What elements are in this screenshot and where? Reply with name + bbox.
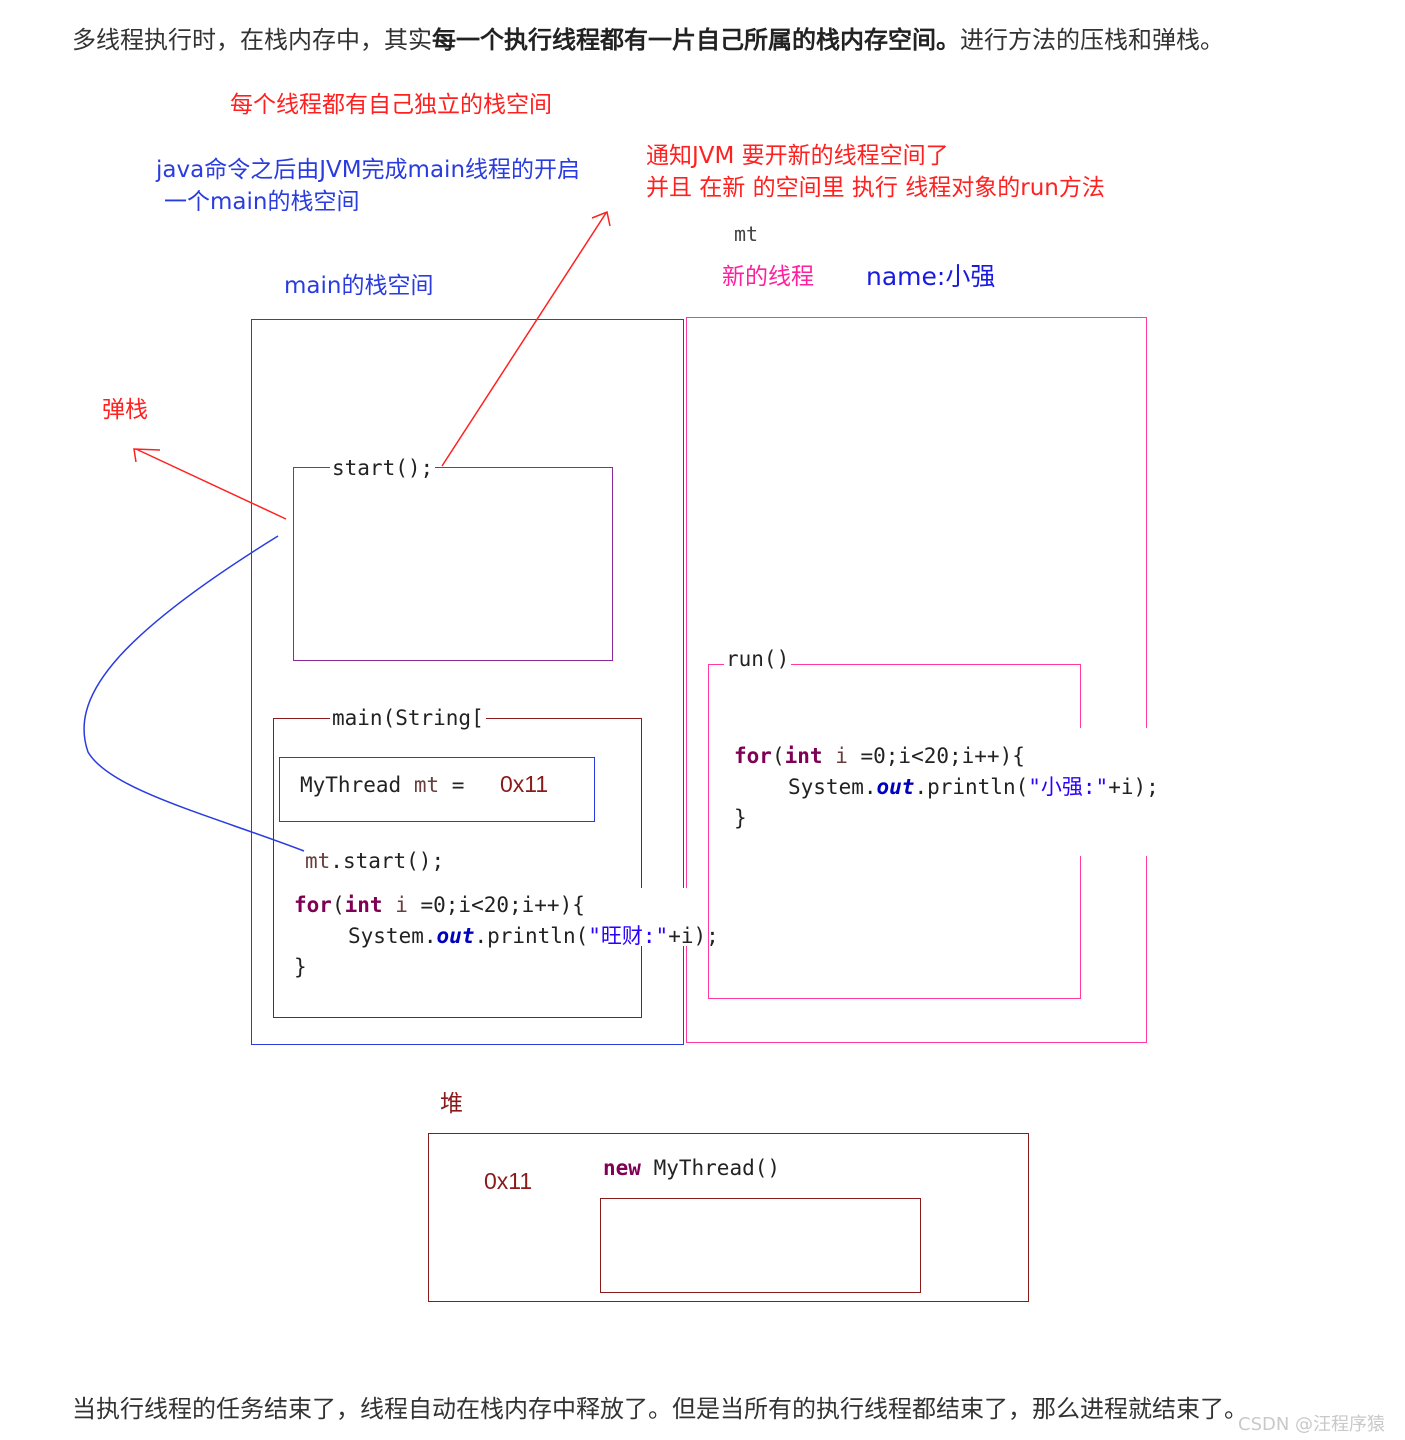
var-name: mt [413,773,440,797]
annotation-pop-stack: 弹栈 [102,397,148,423]
mt-start-call: mt.start(); [305,849,444,873]
run-loop-code: for(int i =0;i<20;i++){ System.out.print… [734,741,1159,834]
var-i: i [835,744,848,768]
intro-suffix: 进行方法的压栈和弹栈。 [960,26,1224,54]
var-i: i [395,893,408,917]
annotation-notify-2: 并且 在新 的空间里 执行 线程对象的run方法 [646,175,1105,201]
out-field: out [436,924,475,948]
loop-cond: =0;i<20;i++){ [420,893,585,917]
intro-bold: 每一个执行线程都有一片自己所属的栈内存空间。 [432,26,960,54]
main-loop-mask [628,888,753,946]
outro-paragraph: 当执行线程的任务结束了，线程自动在栈内存中释放了。但是当所有的执行线程都结束了，… [72,1395,1248,1423]
var-type: MyThread [300,773,402,797]
var-address: 0x11 [500,771,549,797]
notify-arrow-line [441,212,607,467]
main-loop-line-1: for(int i =0;i<20;i++){ [294,893,585,917]
run-loop-mask [1060,728,1196,856]
pop-arrow-head [133,448,161,463]
println: .println( [474,924,589,948]
run-frame-label: run() [724,647,792,671]
kw-int: int [344,893,383,917]
annotation-jvm-main-1: java命令之后由JVM完成main线程的开启 [156,157,581,183]
annotation-new-thread: 新的线程 [722,264,814,290]
loop-tail: +i); [668,924,719,948]
annotation-own-stack: 每个线程都有自己独立的栈空间 [230,92,552,118]
heap-label: 堆 [440,1091,463,1117]
main-loop-line-2: System.out.println("旺财:"+i); [294,921,719,952]
pop-arrow-line [135,448,287,520]
run-loop-line-1: for(int i =0;i<20;i++){ [734,744,1025,768]
heap-address: 0x11 [484,1168,533,1194]
run-loop-line-2: System.out.println("小强:"+i); [734,772,1159,803]
main-loop-code: for(int i =0;i<20;i++){ System.out.print… [294,890,719,983]
start-frame-box [293,467,613,661]
annotation-mt: mt [734,222,759,246]
var-eq: = [451,773,465,797]
annotation-thread-name: name:小强 [866,262,996,291]
mt-variable-box [279,757,595,822]
sys: System. [788,775,877,799]
string-literal: "旺财:" [588,924,669,948]
annotation-main-stack: main的栈空间 [284,273,434,299]
kw-new: new [603,1156,641,1180]
kw-for: for [294,893,332,917]
main-stack-box [251,319,684,1045]
notify-arrow-head [591,210,611,227]
loop-cond: =0;i<20;i++){ [860,744,1025,768]
string-literal: "小强:" [1028,775,1109,799]
intro-prefix: 多线程执行时，在栈内存中，其实 [72,26,432,54]
call-object: mt [305,849,331,873]
annotation-notify-1: 通知JVM 要开新的线程空间了 [646,143,949,169]
kw-for: for [734,744,772,768]
println: .println( [914,775,1029,799]
heap-new-expr: new MyThread() [603,1156,780,1180]
main-frame-label: main(String[ [330,706,486,730]
call-method: .start(); [330,849,445,873]
run-loop-line-3: } [734,806,747,830]
out-field: out [876,775,915,799]
new-thread-stack-box [686,317,1147,1043]
mt-variable: MyThread mt = [300,773,464,797]
ctor: MyThread() [653,1156,781,1180]
loop-tail: +i); [1108,775,1159,799]
heap-box [428,1133,1029,1302]
main-loop-line-3: } [294,955,307,979]
annotation-jvm-main-2: 一个main的栈空间 [164,189,360,215]
heap-object-box [600,1198,921,1293]
start-frame-label: start(); [330,456,436,480]
sys: System. [348,924,437,948]
start-call-arrow [83,535,305,852]
watermark: CSDN @汪程序猿 [1238,1414,1386,1435]
intro-paragraph: 多线程执行时，在栈内存中，其实每一个执行线程都有一片自己所属的栈内存空间。进行方… [72,20,1224,55]
kw-int: int [784,744,823,768]
